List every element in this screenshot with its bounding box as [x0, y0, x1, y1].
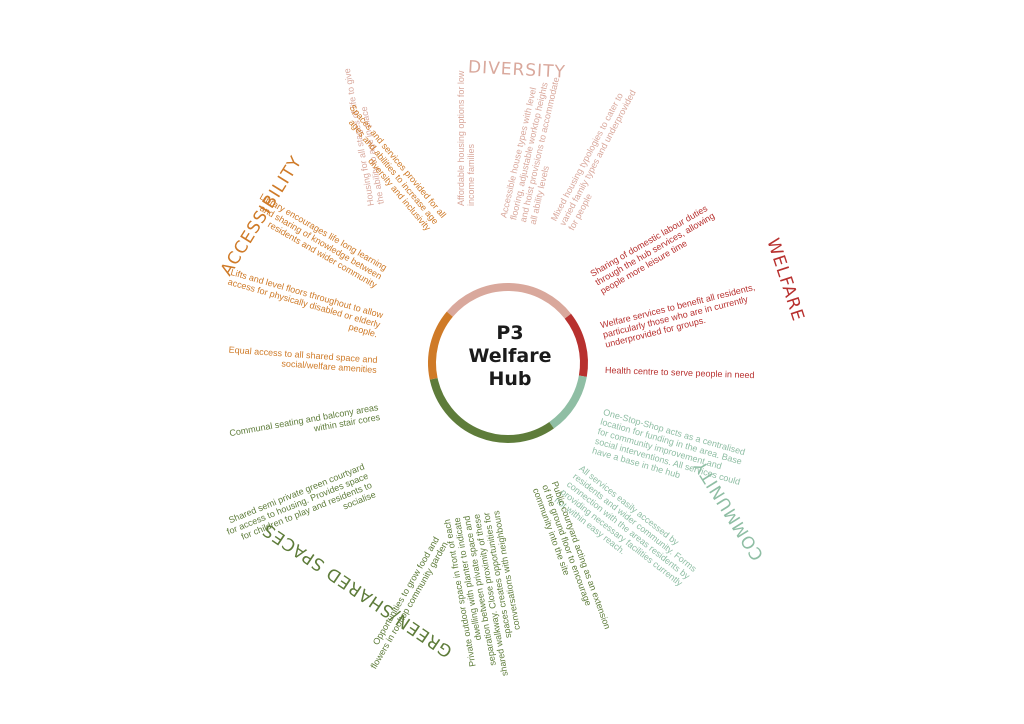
ring-segment-community	[549, 375, 587, 429]
hub-title: P3 Welfare Hub	[440, 322, 580, 391]
hub-title-line-3: Hub	[488, 368, 532, 390]
statement-line: income families	[466, 143, 476, 206]
ring-segment-welfare	[564, 313, 588, 377]
hub-title-line-2: Welfare	[468, 345, 552, 367]
hub-title-line-1: P3	[496, 322, 524, 344]
ring-segment-accessibility	[428, 311, 453, 380]
category-ring	[428, 283, 588, 443]
hub-center-fill	[432, 287, 584, 439]
ring-segment-diversity	[446, 283, 572, 319]
statement-line: Affordable housing options for low	[456, 70, 466, 206]
ring-segment-green	[429, 377, 554, 443]
